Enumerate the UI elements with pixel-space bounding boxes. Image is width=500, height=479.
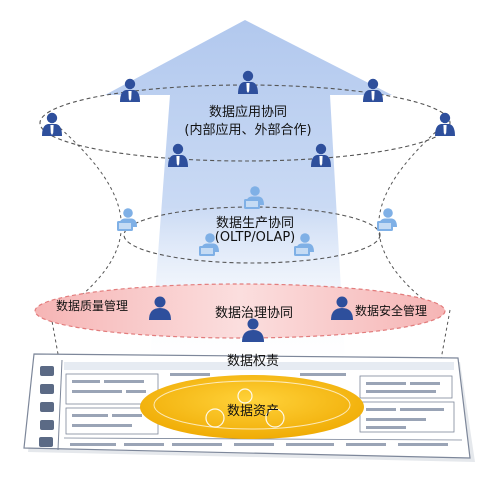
data-assets-ellipse: [140, 375, 364, 439]
application-layer-title: 数据应用协同: [208, 105, 287, 120]
production-layer-subtitle: (OLTP/OLAP): [214, 230, 296, 245]
governance-layer-title: 数据治理协同: [214, 306, 293, 321]
ownership-label: 数据权责: [226, 354, 279, 369]
production-layer-title: 数据生产协同: [215, 216, 294, 231]
application-layer-ring: [39, 84, 451, 162]
business-user-icon: [42, 112, 62, 136]
business-user-icon: [435, 112, 455, 136]
data-assets-label: 数据资产: [226, 404, 279, 419]
upward-arrow-shape: [105, 20, 392, 360]
data-platform-base: [23, 353, 475, 462]
application-layer-subtitle: (内部应用、外部合作): [184, 123, 312, 138]
security-management-label: 数据安全管理: [355, 304, 428, 318]
quality-management-label: 数据质量管理: [56, 299, 129, 313]
